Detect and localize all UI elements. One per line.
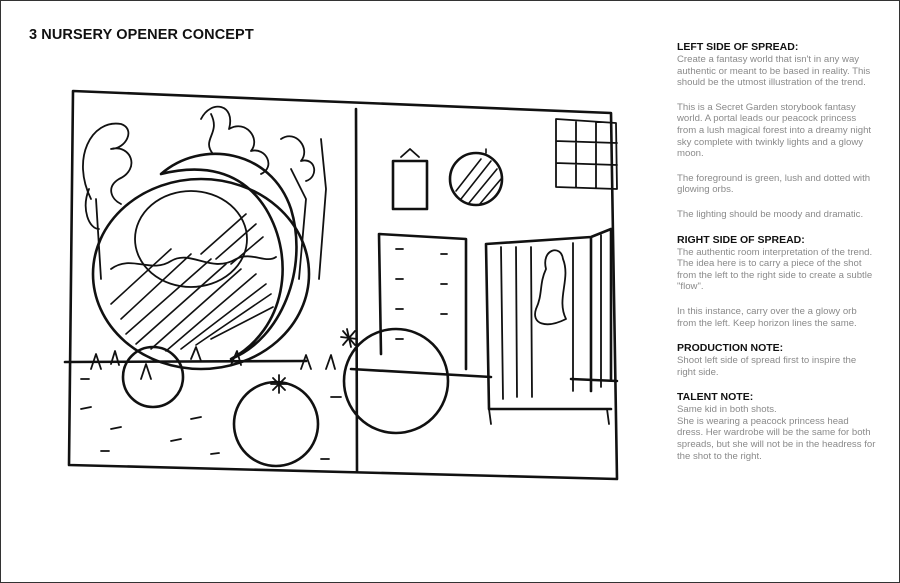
- left-spread-text-3: The foreground is green, lush and dotted…: [677, 172, 871, 196]
- orb-medium: [232, 380, 320, 468]
- production-note-text: Shoot left side of spread first to inspi…: [677, 355, 857, 378]
- picture-hanger: [400, 148, 420, 158]
- talent-note-heading: TALENT NOTE:: [677, 391, 754, 404]
- dresser-knobs: [395, 248, 448, 340]
- grass: [90, 346, 336, 380]
- right-spread-text-1: The authentic room interpretation of the…: [677, 246, 873, 293]
- window-grid: [555, 118, 618, 190]
- globe-lines: [455, 148, 502, 206]
- carried-orb-star: [340, 328, 358, 348]
- orb-star: [270, 374, 288, 394]
- right-spread-heading: RIGHT SIDE OF SPREAD:: [677, 233, 805, 246]
- talent-note-text-1: Same kid in both shots.: [677, 404, 777, 416]
- spread-divider: [354, 107, 359, 473]
- picture-frame: [391, 159, 429, 211]
- concept-sketch: [63, 89, 619, 481]
- crib-blanket: [534, 249, 567, 326]
- portal-circle: [91, 177, 311, 371]
- crib-legs: [488, 408, 610, 425]
- page-title: 3 NURSERY OPENER CONCEPT: [29, 27, 254, 43]
- right-spread-text-2: In this instance, carry over the a glowy…: [677, 305, 857, 329]
- carried-orb: [342, 327, 450, 435]
- left-spread-text-2: This is a Secret Garden storybook fantas…: [677, 101, 872, 160]
- crib-bars: [500, 234, 602, 400]
- horizon-line: [63, 359, 619, 383]
- dresser: [377, 232, 468, 371]
- portal-hatching: [110, 213, 274, 352]
- wall-globe: [448, 151, 504, 207]
- orb-small: [121, 345, 185, 409]
- forest-line: [110, 255, 277, 270]
- left-spread-heading: LEFT SIDE OF SPREAD:: [677, 41, 799, 53]
- tree-canopy: [200, 105, 327, 280]
- sketch-frame: [67, 89, 619, 481]
- talent-note-text-2: She is wearing a peacock princess head d…: [677, 415, 876, 462]
- tree-left: [82, 122, 133, 280]
- crib: [484, 227, 613, 411]
- inner-swirl: [134, 190, 248, 288]
- left-spread-text-4: The lighting should be moody and dramati…: [677, 208, 864, 220]
- left-spread-text-1: Create a fantasy world that isn't in any…: [677, 54, 871, 89]
- ground-marks: [80, 378, 342, 460]
- production-note-heading: PRODUCTION NOTE:: [677, 342, 784, 355]
- notes-panel: LEFT SIDE OF SPREAD: Create a fantasy wo…: [677, 41, 877, 475]
